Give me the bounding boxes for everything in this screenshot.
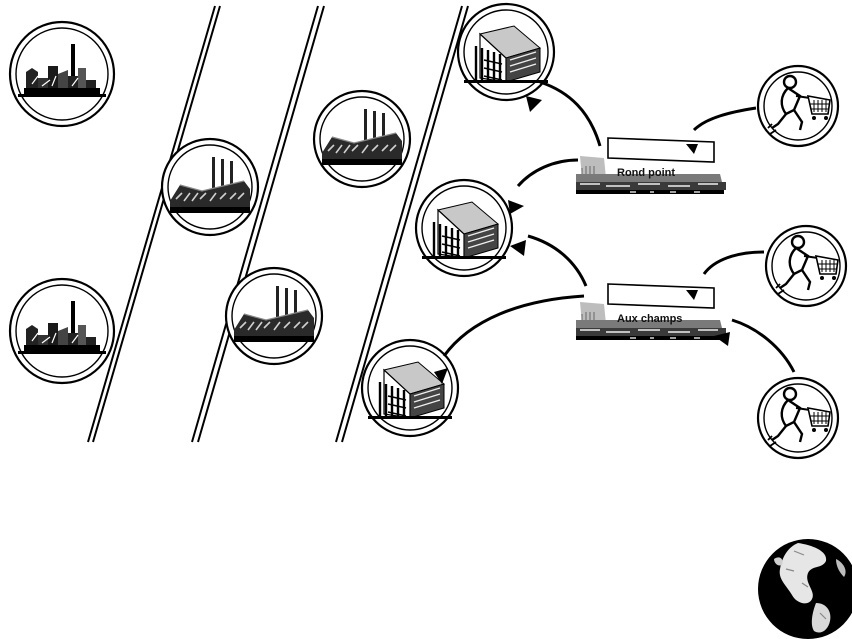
store-icon (575, 137, 727, 195)
flow-arrow (692, 106, 757, 132)
shopper-with-cart-icon (764, 224, 848, 308)
divider-2 (191, 5, 319, 443)
flow-arrows (442, 80, 796, 373)
industrial-plant-icon (8, 20, 116, 128)
stage-dividers (87, 5, 469, 443)
factory-icon (224, 266, 324, 366)
flow-arrowheads (434, 96, 730, 384)
store-label: Aux champs (617, 313, 682, 325)
divider-2-inner (197, 5, 325, 443)
shopper-with-cart-icon (756, 376, 840, 460)
flow-arrow (731, 318, 796, 373)
retailer-aux-champs: Aux champs (575, 283, 727, 341)
factory-icon (312, 89, 412, 189)
globe-americas-icon (757, 538, 852, 639)
flow-arrow (702, 250, 765, 275)
flow-arrow (539, 80, 602, 147)
flow-arrow (442, 294, 585, 357)
divider-1 (87, 5, 216, 443)
arrowhead (526, 96, 542, 112)
divider-3-inner (341, 5, 469, 443)
warehouse-icon (414, 178, 514, 278)
store-icon (575, 283, 727, 341)
arrowhead (508, 200, 524, 214)
industrial-plant-icon (8, 277, 116, 385)
store-label: Rond point (617, 167, 675, 179)
warehouse-icon (456, 2, 556, 102)
factory-icon (160, 137, 260, 237)
divider-3 (335, 5, 463, 443)
arrowhead (714, 332, 730, 346)
retailer-rond-point: Rond point (575, 137, 727, 195)
shopper-with-cart-icon (756, 64, 840, 148)
arrowhead (510, 240, 526, 256)
flow-arrow (527, 234, 588, 287)
arrowhead (434, 368, 448, 384)
flow-arrow (516, 158, 579, 187)
divider-1-inner (92, 5, 221, 443)
